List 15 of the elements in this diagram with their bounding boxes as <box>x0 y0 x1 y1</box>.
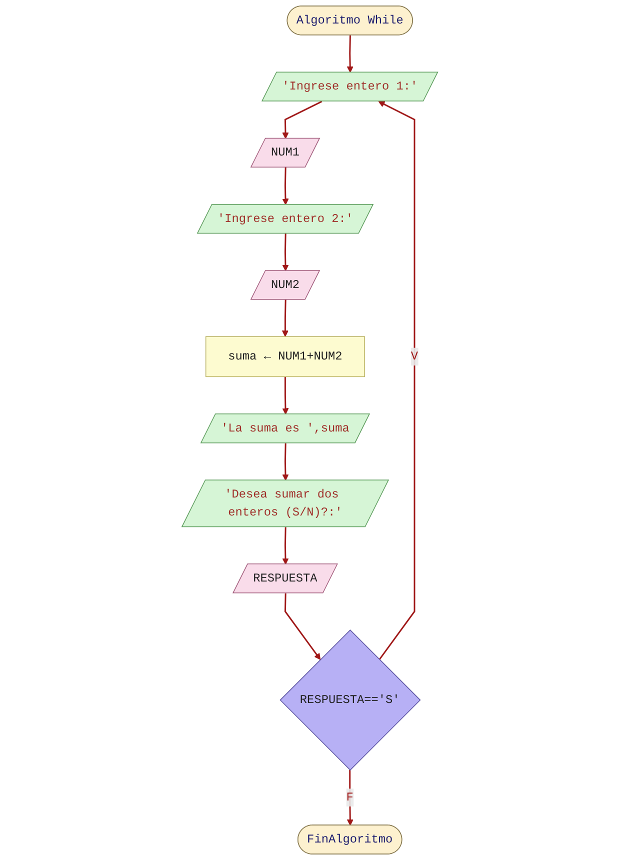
arrow <box>282 443 288 481</box>
arrow <box>282 300 288 337</box>
arrow <box>346 770 354 826</box>
arrow <box>282 100 322 139</box>
arrow <box>378 101 415 660</box>
arrow <box>282 376 288 415</box>
edge-label: V <box>410 350 418 364</box>
arrow <box>346 35 354 73</box>
arrow <box>282 234 288 272</box>
arrow <box>284 593 320 660</box>
edge-label: F <box>346 790 354 804</box>
arrow <box>282 527 288 565</box>
arrow <box>282 168 288 205</box>
node-box: suma ← NUM1+NUM2 <box>205 336 365 378</box>
node-diamond: RESPUESTA=='S' <box>279 630 420 771</box>
